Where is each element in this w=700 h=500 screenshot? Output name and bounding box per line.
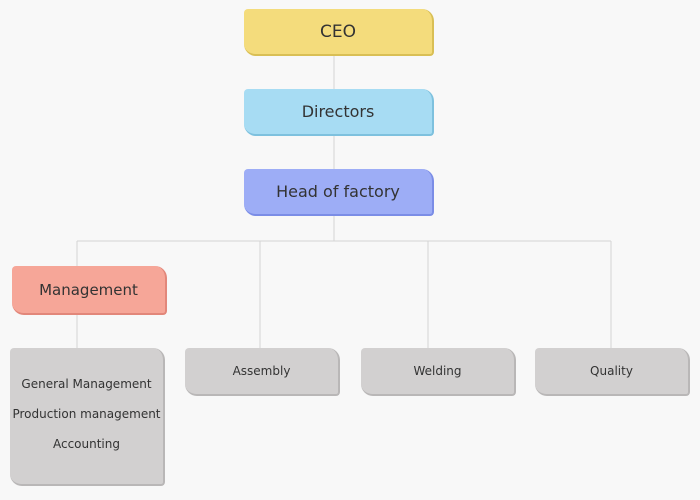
- node-assembly[interactable]: Assembly: [185, 348, 340, 396]
- sub-item-production-management: Production management: [12, 407, 161, 421]
- node-ceo-label: CEO: [320, 21, 356, 42]
- node-management[interactable]: Management: [12, 266, 167, 315]
- node-head-of-factory[interactable]: Head of factory: [244, 169, 434, 216]
- node-quality[interactable]: Quality: [535, 348, 690, 396]
- sub-item-accounting: Accounting: [52, 437, 120, 451]
- node-directors[interactable]: Directors: [244, 89, 434, 136]
- node-assembly-label: Assembly: [232, 364, 291, 378]
- node-directors-label: Directors: [301, 102, 375, 121]
- node-quality-label: Quality: [590, 364, 633, 378]
- node-welding[interactable]: Welding: [361, 348, 516, 396]
- node-ceo[interactable]: CEO: [244, 9, 434, 56]
- node-management-sub[interactable]: General Management Production management…: [10, 348, 165, 486]
- sub-item-general-management: General Management: [21, 377, 152, 391]
- node-head-of-factory-label: Head of factory: [276, 182, 400, 201]
- node-management-label: Management: [39, 280, 138, 299]
- node-welding-label: Welding: [413, 364, 462, 378]
